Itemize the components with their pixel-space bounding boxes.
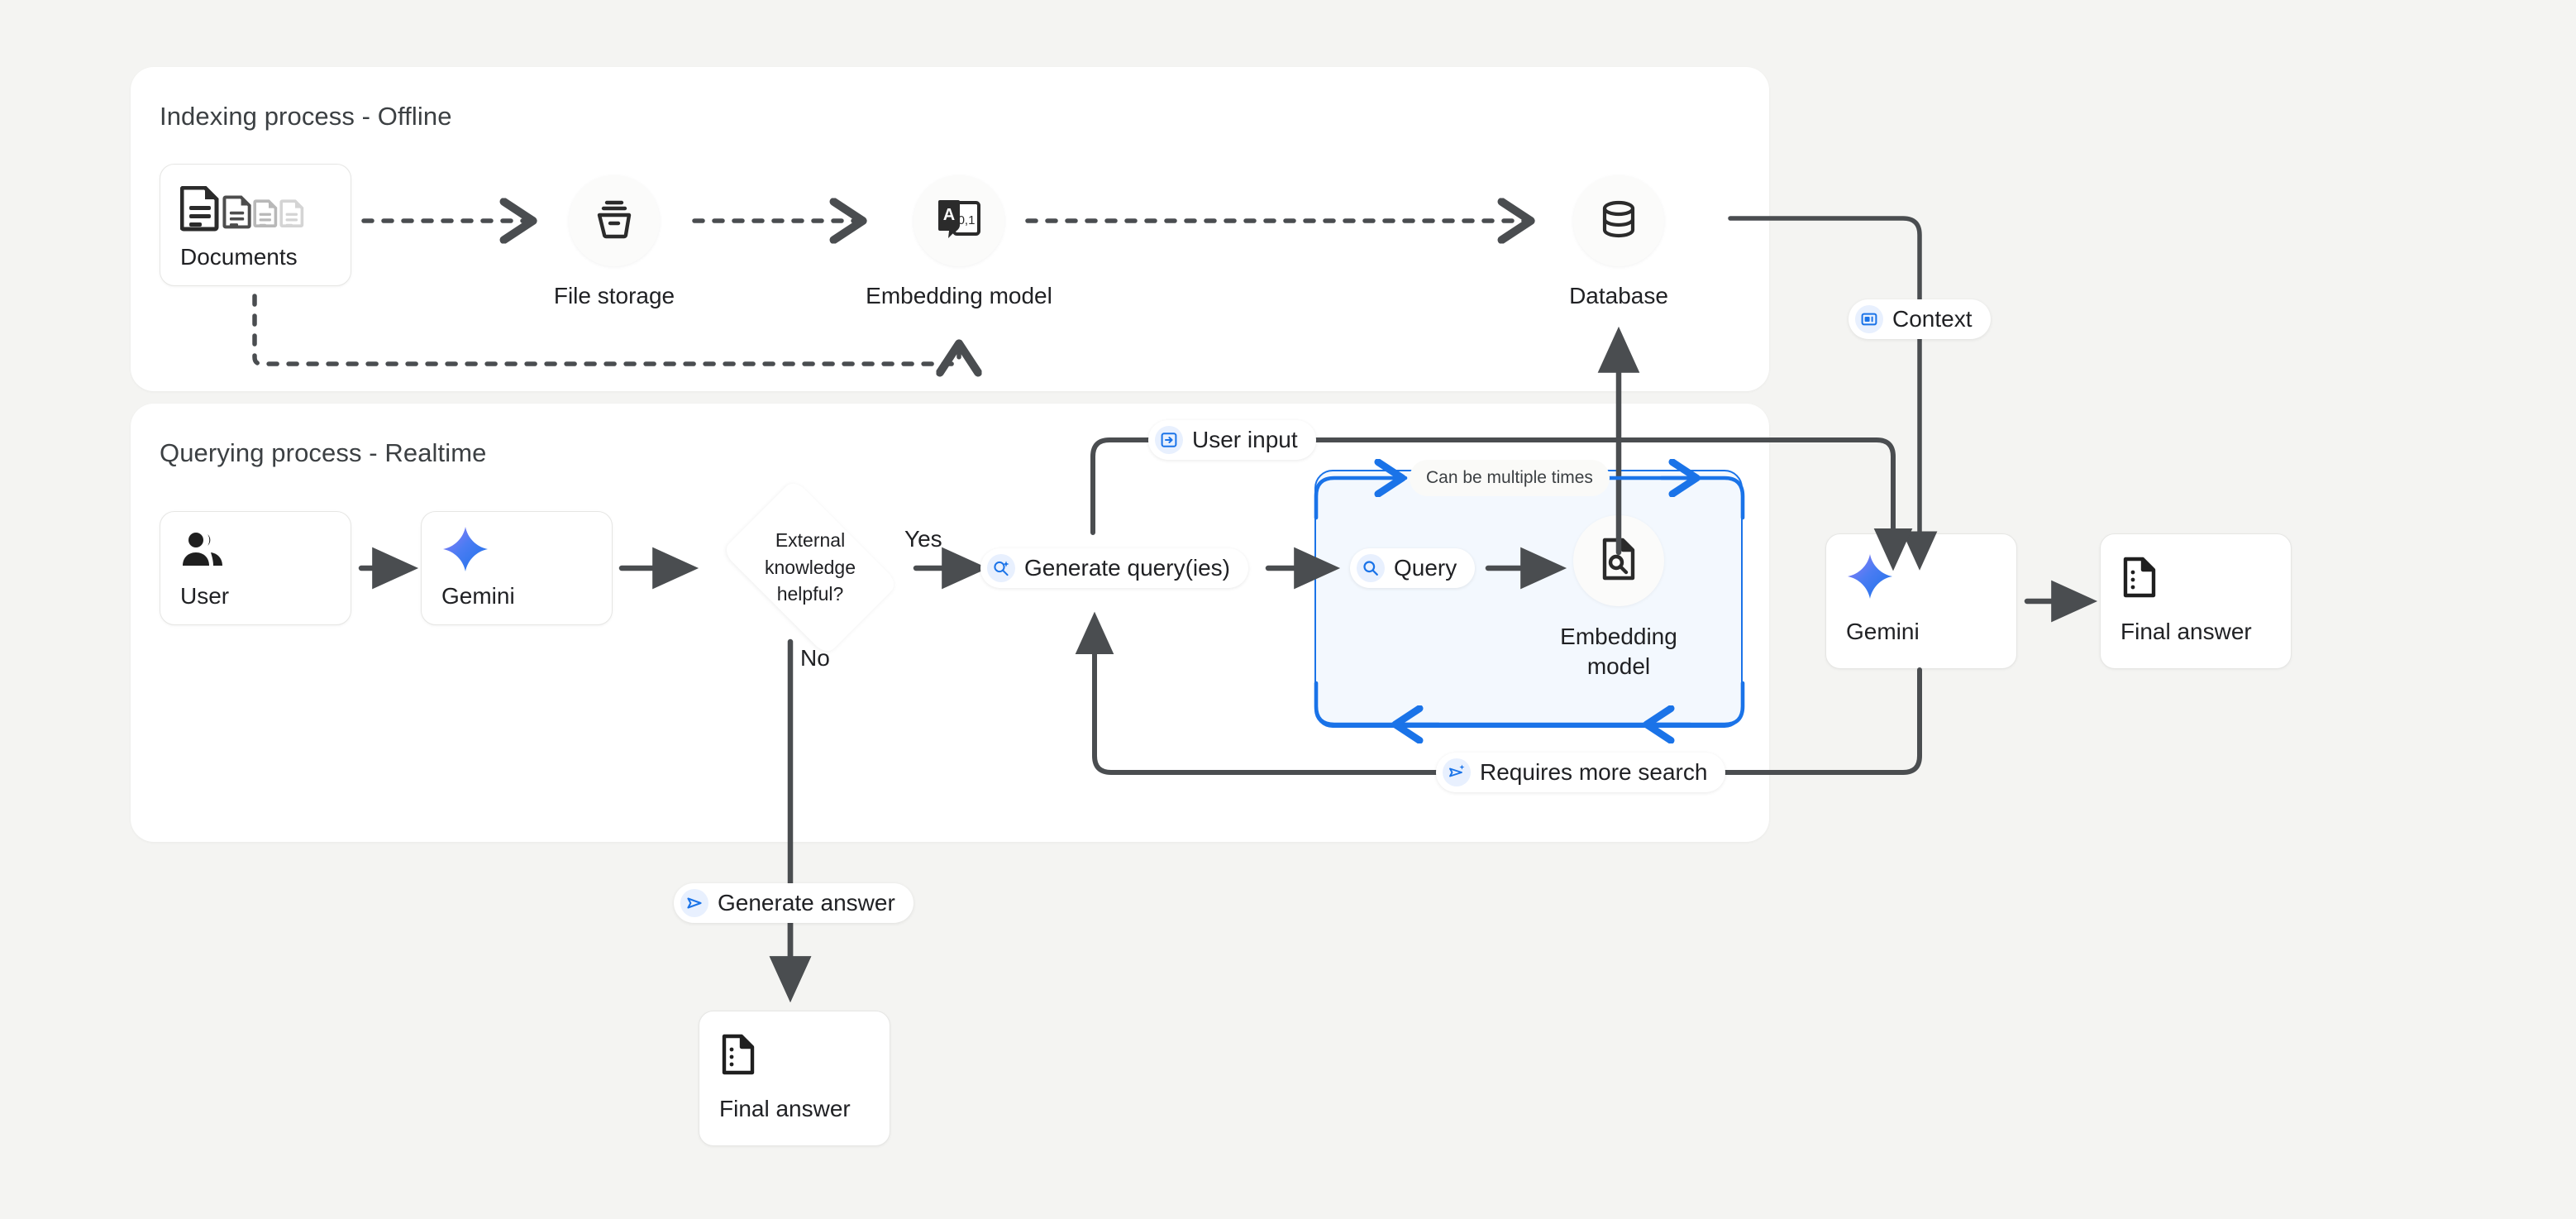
user-group-icon <box>180 530 227 574</box>
node-final-answer-right-label: Final answer <box>2120 619 2252 644</box>
edge-label-yes: Yes <box>904 526 942 552</box>
pill-context-label: Context <box>1892 306 1973 332</box>
search-sparkle-icon <box>987 554 1015 582</box>
pill-loop-note-label: Can be multiple times <box>1426 468 1593 487</box>
node-gemini-left[interactable]: Gemini <box>421 511 613 625</box>
node-file-storage-label: File storage <box>553 283 675 308</box>
node-embedding-model-indexing[interactable]: 0,1 A <box>914 175 1004 266</box>
pill-user-input[interactable]: User input <box>1148 420 1316 460</box>
gemini-sparkle-icon <box>441 525 489 577</box>
node-gemini-right-label: Gemini <box>1846 619 1920 644</box>
context-panel-icon <box>1855 305 1883 333</box>
database-icon <box>1597 198 1640 245</box>
decision-label-line3: helpful? <box>776 583 844 605</box>
pill-query-label: Query <box>1394 555 1457 581</box>
node-documents[interactable]: Documents <box>160 164 351 286</box>
document-search-icon <box>1597 537 1640 586</box>
gemini-sparkle-icon <box>1846 552 1894 605</box>
archive-icon <box>593 198 636 245</box>
node-user-label: User <box>180 583 230 609</box>
node-decision-external-knowledge[interactable]: External knowledge helpful? <box>708 478 913 657</box>
node-gemini-right[interactable]: Gemini <box>1825 533 2017 669</box>
pill-generate-answer[interactable]: Generate answer <box>674 883 914 923</box>
node-database-label: Database <box>1569 283 1668 308</box>
documents-icon <box>179 185 312 237</box>
search-icon <box>1357 554 1385 582</box>
pill-requires-more-search[interactable]: Requires more search <box>1436 753 1726 792</box>
embedding-loop-label-line1: Embedding <box>1560 624 1677 649</box>
edge-label-no: No <box>800 645 830 671</box>
pill-query[interactable]: Query <box>1350 548 1476 588</box>
node-embedding-model-indexing-label: Embedding model <box>866 283 1052 308</box>
pill-generate-answer-label: Generate answer <box>718 890 895 915</box>
embedding-loop-label-line2: model <box>1586 653 1651 679</box>
panel-querying-title: Querying process - Realtime <box>160 438 487 467</box>
panel-indexing-title: Indexing process - Offline <box>160 102 452 131</box>
node-documents-label: Documents <box>180 244 298 270</box>
decision-label-line2: knowledge <box>765 556 856 578</box>
svg-text:0,1: 0,1 <box>958 213 976 227</box>
pill-requires-more-search-label: Requires more search <box>1480 759 1708 785</box>
input-arrow-icon <box>1155 426 1183 454</box>
pill-context[interactable]: Context <box>1849 299 1991 339</box>
answer-doc-icon <box>2120 556 2160 603</box>
pill-can-be-multiple-times: Can be multiple times <box>1410 460 1610 496</box>
pill-generate-queries-label: Generate query(ies) <box>1024 555 1231 581</box>
pill-generate-queries[interactable]: Generate query(ies) <box>980 548 1249 588</box>
answer-doc-icon <box>719 1033 759 1080</box>
pill-user-input-label: User input <box>1192 427 1298 452</box>
decision-label-line1: External <box>775 529 846 552</box>
send-sparkle-icon <box>1443 758 1471 786</box>
node-user[interactable]: User <box>160 511 351 625</box>
embedding-model-icon: 0,1 A <box>935 197 983 246</box>
send-icon <box>680 889 708 917</box>
node-embedding-model-loop[interactable] <box>1573 515 1664 606</box>
node-file-storage[interactable] <box>569 175 660 266</box>
node-final-answer-bottom[interactable]: Final answer <box>699 1011 890 1146</box>
loop-container-retrieval <box>1314 470 1743 728</box>
node-final-answer-bottom-label: Final answer <box>719 1096 851 1121</box>
node-final-answer-right[interactable]: Final answer <box>2100 533 2292 669</box>
decision-label: External knowledge helpful? <box>708 495 913 640</box>
svg-text:A: A <box>943 206 955 224</box>
node-gemini-left-label: Gemini <box>441 583 515 609</box>
node-embedding-model-loop-label: Embedding model <box>1528 622 1710 681</box>
node-database[interactable] <box>1573 175 1664 266</box>
